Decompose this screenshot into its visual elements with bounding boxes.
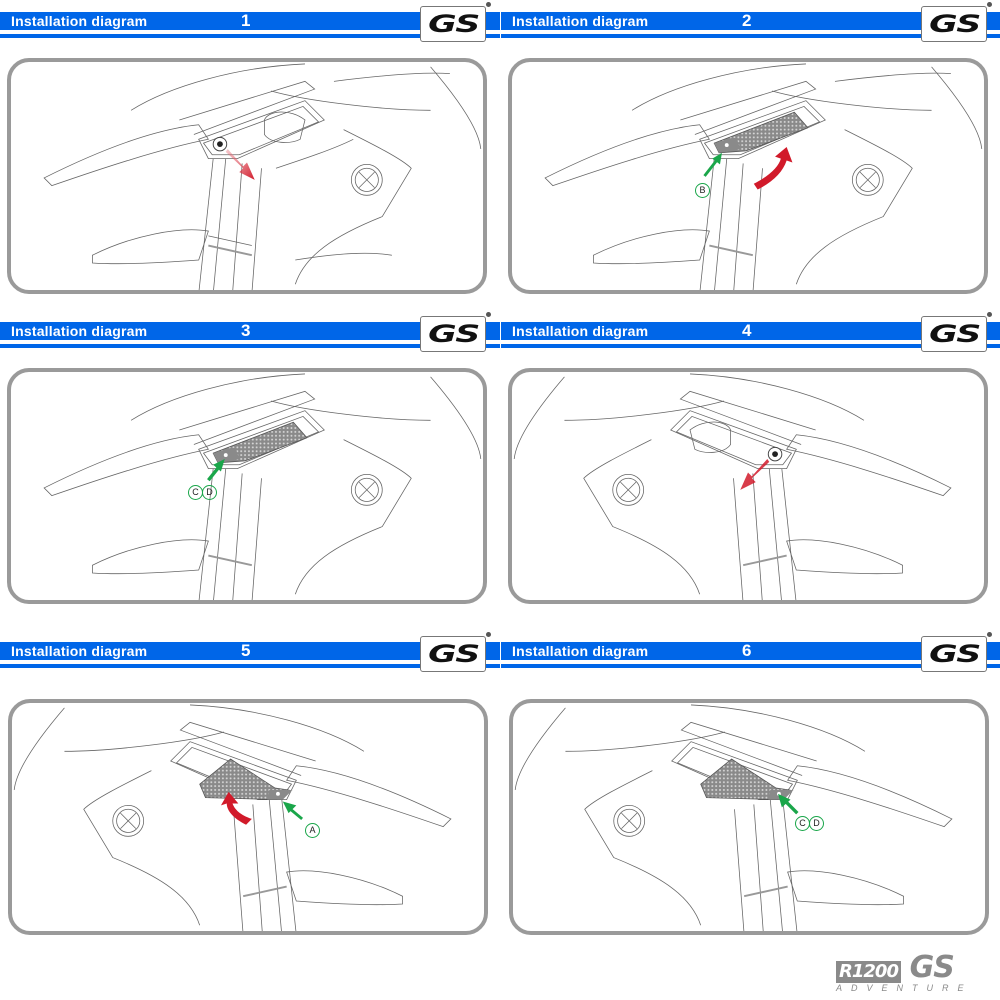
red-straight-arrow-icon xyxy=(225,148,255,180)
callout-label-a: A xyxy=(305,823,320,838)
step-3-header: Installation diagram 3 GS xyxy=(0,312,500,358)
step-2-diagram: B xyxy=(508,58,988,294)
header-band xyxy=(501,12,1000,30)
header-stripe xyxy=(0,664,500,668)
callout-label-d: D xyxy=(809,816,824,831)
header-stripe xyxy=(501,34,1000,38)
screw-removal-icon xyxy=(212,136,228,152)
step-number: 4 xyxy=(742,321,752,340)
green-arrow-icon xyxy=(207,458,225,482)
model-subtitle: ADVENTURE xyxy=(836,983,973,993)
registered-mark-icon xyxy=(987,2,992,7)
step-title: Installation diagram xyxy=(512,323,649,339)
header-stripe xyxy=(501,664,1000,668)
step-title: Installation diagram xyxy=(512,13,649,29)
mesh-grille xyxy=(700,758,794,801)
step-4-header: Installation diagram 4 GS xyxy=(501,312,1000,358)
step-title: Installation diagram xyxy=(11,13,148,29)
header-stripe xyxy=(0,34,500,38)
step-1-diagram xyxy=(7,58,487,294)
screw-removal-icon xyxy=(767,446,783,462)
step-title: Installation diagram xyxy=(11,643,148,659)
step-2-header: Installation diagram 2 GS xyxy=(501,2,1000,48)
step-5-diagram: A xyxy=(8,699,488,935)
registered-mark-icon xyxy=(486,632,491,637)
motorcycle-line-art xyxy=(544,63,983,290)
callout-label-c: C xyxy=(188,485,203,500)
step-number: 5 xyxy=(241,641,251,660)
motorcycle-line-art xyxy=(513,373,952,600)
registered-mark-icon xyxy=(987,312,992,317)
step-title: Installation diagram xyxy=(11,323,148,339)
gs-logo: GS xyxy=(420,6,486,42)
registered-mark-icon xyxy=(486,312,491,317)
green-arrow-icon xyxy=(703,152,722,177)
header-band xyxy=(0,642,500,660)
header-band xyxy=(501,642,1000,660)
registered-mark-icon xyxy=(486,2,491,7)
step-5-header: Installation diagram 5 GS xyxy=(0,632,500,678)
header-stripe xyxy=(0,344,500,348)
header-band xyxy=(501,322,1000,340)
callout-label-b: B xyxy=(695,183,710,198)
motorcycle-line-art xyxy=(43,373,482,600)
r1200-gs-adventure-logo: R1200 GS ADVENTURE xyxy=(836,953,986,997)
step-3-diagram: C D xyxy=(7,368,487,604)
step-6-diagram: C D xyxy=(509,699,989,935)
step-4-diagram xyxy=(508,368,988,604)
motorcycle-line-art xyxy=(43,63,482,290)
step-number: 6 xyxy=(742,641,752,660)
gs-logo: GS xyxy=(921,316,987,352)
gs-logo: GS xyxy=(420,316,486,352)
motorcycle-line-art xyxy=(514,704,953,931)
registered-mark-icon xyxy=(987,632,992,637)
green-arrow-icon xyxy=(777,793,799,815)
gs-logo: GS xyxy=(420,636,486,672)
gs-logo: GS xyxy=(921,636,987,672)
mesh-grille xyxy=(713,111,809,154)
step-number: 3 xyxy=(241,321,251,340)
header-stripe xyxy=(501,344,1000,348)
step-number: 1 xyxy=(241,11,251,30)
gs-logo: GS xyxy=(921,6,987,42)
callout-label-d: D xyxy=(202,485,217,500)
step-title: Installation diagram xyxy=(512,643,649,659)
red-curved-arrow-icon xyxy=(220,791,252,825)
green-arrow-icon xyxy=(282,801,304,821)
model-number-badge: R1200 xyxy=(836,961,901,983)
red-straight-arrow-icon xyxy=(740,458,770,490)
step-6-header: Installation diagram 6 GS xyxy=(501,632,1000,678)
model-gs: GS xyxy=(909,950,955,985)
red-curved-arrow-icon xyxy=(753,147,793,190)
model-name: R1200 GS xyxy=(836,953,955,983)
header-band xyxy=(0,322,500,340)
mesh-grille xyxy=(212,421,308,464)
mesh-grille xyxy=(199,758,293,801)
callout-label-c: C xyxy=(795,816,810,831)
step-1-header: Installation diagram 1 GS xyxy=(0,2,500,48)
header-band xyxy=(0,12,500,30)
step-number: 2 xyxy=(742,11,752,30)
